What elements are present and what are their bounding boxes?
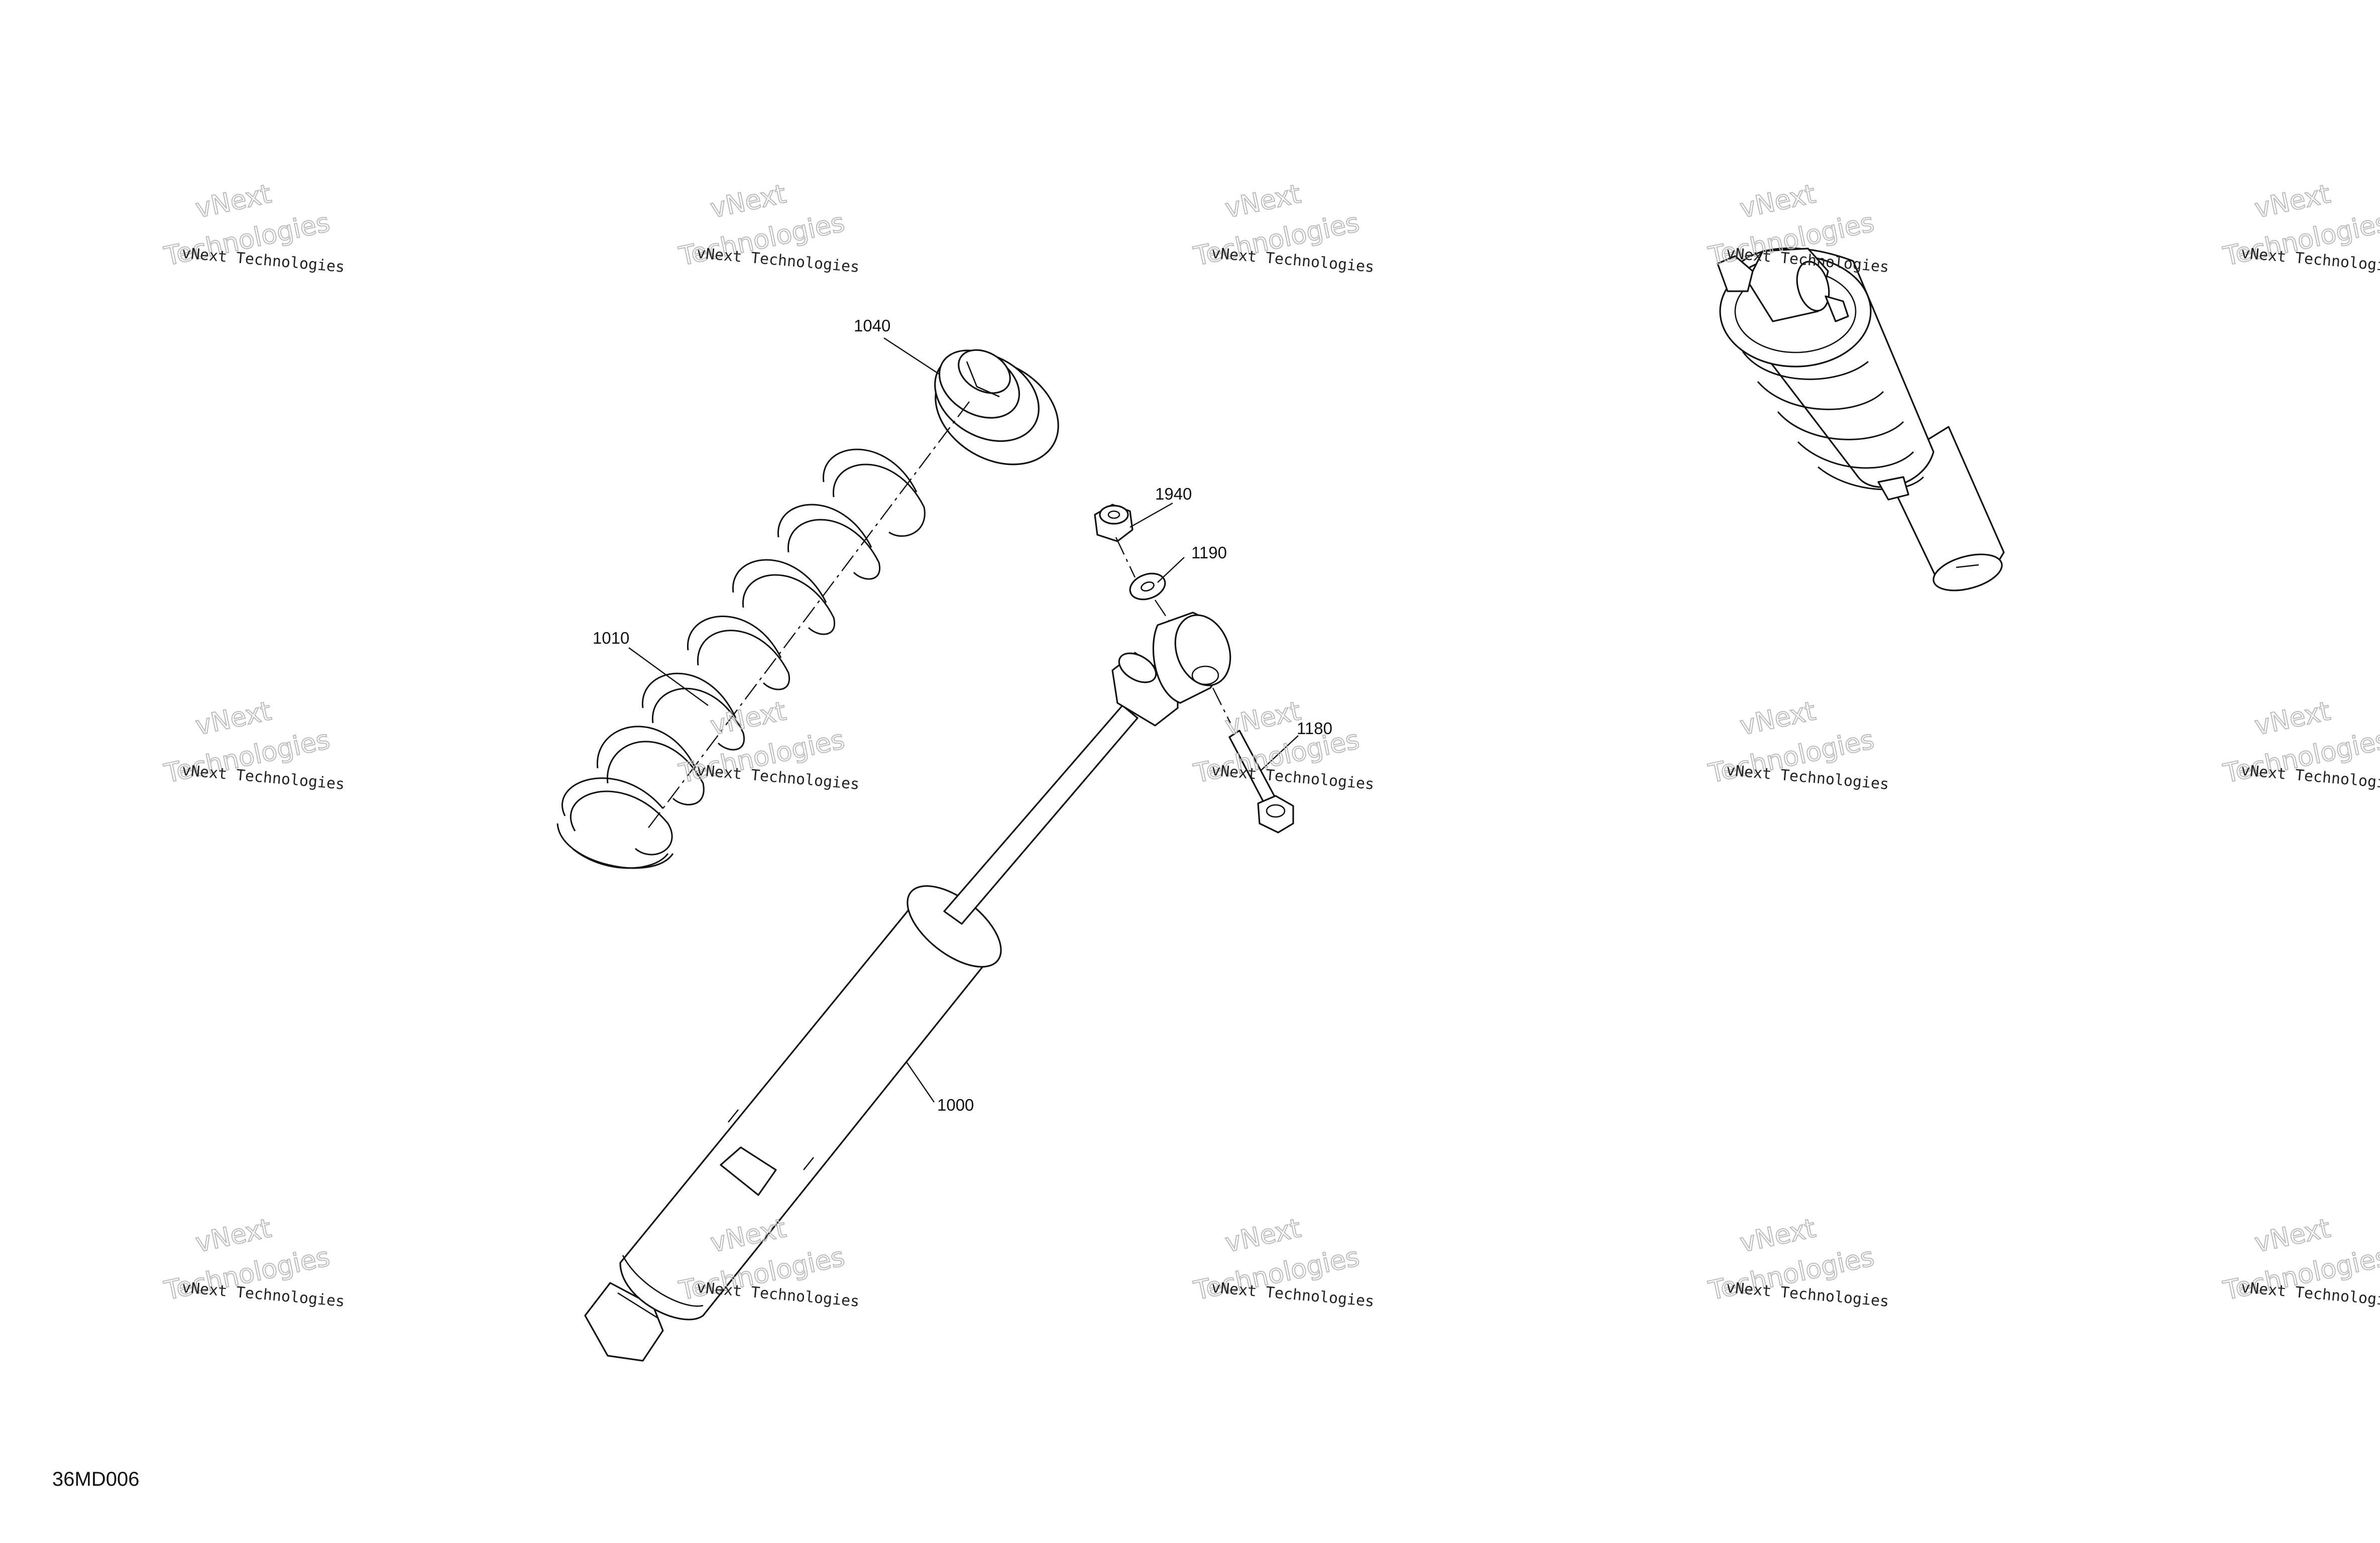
callout-1010: 1010 xyxy=(593,629,629,647)
watermark-line2: vNext xyxy=(1737,696,1818,741)
callout-1940: 1940 xyxy=(1155,485,1192,503)
callout-1190: 1190 xyxy=(1191,543,1227,562)
callout-1040: 1040 xyxy=(854,316,890,335)
watermark-line2: vNext xyxy=(1222,696,1303,741)
callout-1180: 1180 xyxy=(1297,719,1332,738)
figure-code: 36MD006 xyxy=(52,1468,140,1490)
watermark-line2: vNext xyxy=(193,696,274,741)
watermark-line2: vNext xyxy=(708,696,788,741)
washer-icon[interactable] xyxy=(1126,569,1169,604)
watermark-line2: vNext xyxy=(1737,179,1818,224)
watermark-line2: vNext xyxy=(193,179,274,224)
watermark-line2: vNext xyxy=(708,179,788,224)
watermark-line2: vNext xyxy=(2252,696,2333,741)
watermark-line2: vNext xyxy=(193,1213,274,1258)
leader-1010 xyxy=(628,647,709,706)
nut-icon[interactable] xyxy=(1094,504,1134,542)
shock-absorber-icon[interactable] xyxy=(584,608,1239,1362)
leader-1180 xyxy=(1260,735,1299,771)
leader-1040 xyxy=(883,337,940,375)
spring-seat-icon[interactable] xyxy=(917,334,1077,486)
watermark-line2: vNext xyxy=(1222,179,1303,224)
leader-1190 xyxy=(1157,557,1185,583)
callout-1000: 1000 xyxy=(937,1096,974,1114)
leader-1000 xyxy=(906,1061,935,1103)
watermark-line2: vNext xyxy=(2252,179,2333,224)
watermark-line2: vNext xyxy=(1737,1213,1818,1258)
bolt-icon[interactable] xyxy=(1228,730,1294,834)
shock-assembly-icon[interactable] xyxy=(1717,247,2006,597)
coil-spring-icon[interactable] xyxy=(556,448,926,869)
leader-1940 xyxy=(1129,502,1173,528)
watermark-line2: vNext xyxy=(1222,1213,1303,1258)
watermark-line2: vNext xyxy=(2252,1213,2333,1258)
